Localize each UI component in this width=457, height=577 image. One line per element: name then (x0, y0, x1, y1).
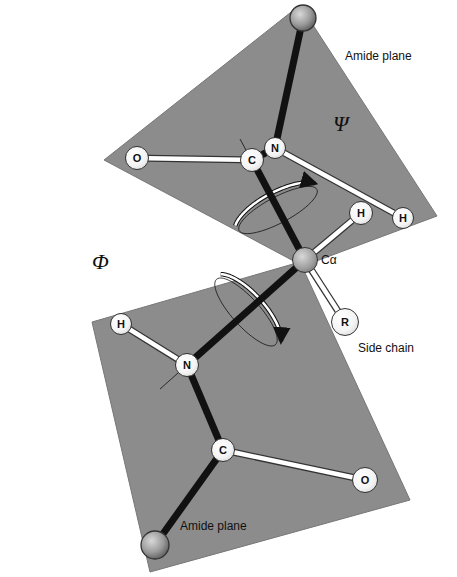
backbone-bond (195, 268, 296, 358)
atom-label: N (183, 360, 191, 371)
nitrogen-atom: N (175, 353, 199, 377)
bond-stroke (284, 153, 394, 213)
rotation-axis (240, 139, 318, 283)
bond (148, 158, 241, 160)
bond-outline (234, 452, 353, 477)
side-chain-atom: R (331, 308, 359, 336)
alpha-carbon-sphere (290, 5, 316, 31)
atom-label: R (341, 317, 349, 328)
bond-outline (129, 329, 177, 359)
amide-plane (104, 5, 437, 266)
amide-plane (92, 262, 410, 572)
plane-label: Amide plane (180, 520, 247, 533)
atom-label: H (117, 319, 125, 330)
bond-stroke (234, 452, 353, 477)
rotation-axis (160, 238, 330, 389)
backbone-bond (257, 170, 299, 250)
bond-outline (148, 158, 241, 160)
atom-label: C (219, 445, 227, 456)
atom-label: H (399, 213, 407, 224)
hydrogen-atom: H (110, 313, 132, 335)
backbone-bond (191, 375, 218, 440)
nitrogen-atom: N (264, 137, 286, 159)
plane-label: Amide plane (345, 50, 412, 63)
alpha-carbon-atom: Cα (292, 247, 318, 273)
phi-angle: Φ (92, 250, 109, 274)
bond-stroke (129, 329, 177, 359)
bond-stroke (312, 270, 338, 311)
bond-stroke (191, 375, 218, 440)
bond (284, 153, 394, 213)
atom-label: Cα (321, 254, 337, 266)
atom-label: O (133, 153, 142, 164)
psi-angle: Ψ (333, 112, 348, 136)
bond (314, 220, 352, 252)
bond-stroke (195, 268, 296, 358)
bond (234, 452, 353, 477)
alpha-carbon-sphere (141, 531, 169, 559)
atom-label: H (357, 208, 365, 219)
backbone-bond (275, 18, 303, 148)
carbon-atom: C (240, 148, 264, 172)
bond-stroke (148, 158, 241, 160)
bond-stroke (314, 220, 352, 252)
bond (312, 270, 338, 311)
oxygen-atom: O (352, 467, 378, 493)
atom-label: C (248, 155, 256, 166)
side-chain-label: Side chain (358, 342, 414, 355)
carbon-atom: C (211, 438, 235, 462)
bond-outline (314, 220, 352, 252)
hydrogen-atom: H (349, 201, 373, 225)
bond-stroke (257, 170, 299, 250)
oxygen-atom: O (125, 146, 149, 170)
bond-outline (284, 153, 394, 213)
bond-outline (312, 270, 338, 311)
atom-label: N (271, 143, 279, 154)
atom-label: O (361, 475, 370, 486)
bond (129, 329, 177, 359)
hydrogen-atom: H (392, 207, 414, 229)
